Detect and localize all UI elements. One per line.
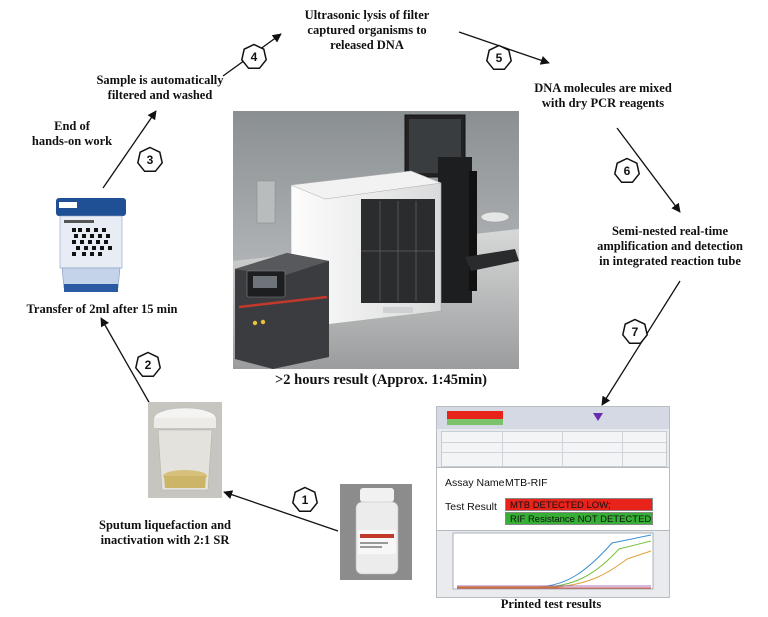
reagent-bottle-image xyxy=(340,484,412,580)
center-caption: >2 hours result (Approx. 1:45min) xyxy=(275,372,487,388)
xpert-cartridge-image xyxy=(52,196,130,294)
results-header-green-box xyxy=(447,419,503,425)
step-3-label: End of hands-on work xyxy=(31,119,113,148)
results-table xyxy=(441,431,667,467)
step-4-label: Sample is automatically filtered and was… xyxy=(96,73,224,102)
arrow-2 xyxy=(100,317,151,405)
sputum-cup-image xyxy=(148,402,222,498)
step-3-badge: 3 xyxy=(136,146,164,174)
step-6-badge: 6 xyxy=(613,157,641,185)
step-7-label: Semi-nested real-time amplification and … xyxy=(597,224,743,268)
result-rif-not-detected: RIF Resistance NOT DETECTED xyxy=(505,512,653,525)
amplification-plot xyxy=(452,532,654,590)
results-header-red-box xyxy=(447,411,503,419)
step-2-label: Transfer of 2ml after 15 min xyxy=(26,302,178,316)
step-5-label: Ultrasonic lysis of filter captured orga… xyxy=(304,8,430,52)
step-5-badge: 5 xyxy=(485,44,513,72)
step-6-label: DNA molecules are mixed with dry PCR rea… xyxy=(534,81,672,110)
step-7-badge: 7 xyxy=(621,318,649,346)
assay-name-value: MTB-RIF xyxy=(505,477,548,489)
results-marker-icon xyxy=(593,413,603,421)
result-mtb-detected: MTB DETECTED LOW; xyxy=(505,498,653,511)
arrow-6 xyxy=(616,127,681,213)
step-1-badge: 1 xyxy=(291,486,319,514)
genexpert-instrument-photo xyxy=(233,111,519,369)
results-screen: Assay Name MTB-RIF Test Result MTB DETEC… xyxy=(436,406,670,598)
result-panel: Assay Name MTB-RIF Test Result MTB DETEC… xyxy=(437,467,669,531)
test-result-label: Test Result xyxy=(445,501,497,513)
step-4-badge: 4 xyxy=(240,43,268,71)
assay-name-label: Assay Name xyxy=(445,477,505,489)
arrow-3 xyxy=(102,110,157,189)
arrow-1 xyxy=(223,490,339,532)
step-1-label: Sputum liquefaction and inactivation wit… xyxy=(99,518,231,547)
printed-results-caption: Printed test results xyxy=(500,597,602,611)
step-2-badge: 2 xyxy=(134,351,162,379)
